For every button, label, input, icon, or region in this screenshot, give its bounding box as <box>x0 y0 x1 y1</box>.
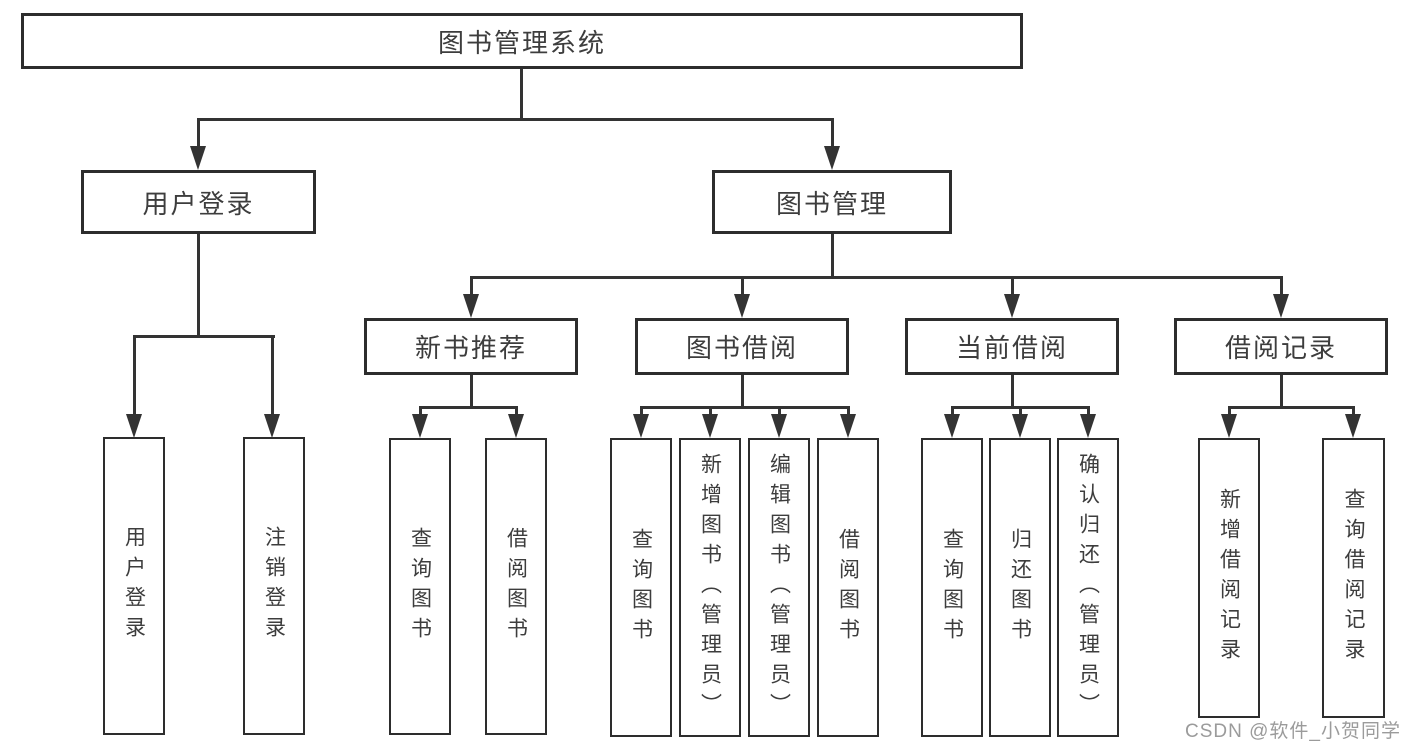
leaf-logout-label: 注销登录 <box>262 526 286 646</box>
leaf-user-login-label: 用户登录 <box>122 526 146 646</box>
arrowhead-user-login-icon <box>190 146 206 170</box>
leaf-logout: 注销登录 <box>243 437 305 735</box>
node-current-borrow: 当前借阅 <box>905 318 1119 375</box>
leaf-return-books: 归还图书 <box>989 438 1051 737</box>
arrowhead-bb-leaf3-icon <box>771 414 787 438</box>
connector-cb-leaf3-shaft <box>1087 406 1090 416</box>
connector-login-leaf2-shaft <box>271 335 274 415</box>
arrowhead-current-icon <box>1004 294 1020 318</box>
node-new-book-recommend: 新书推荐 <box>364 318 578 375</box>
connector-user-login-shaft <box>197 118 200 148</box>
leaf-query-borrow-record: 查询借阅记录 <box>1322 438 1385 718</box>
leaf-query-borrow-record-label: 查询借阅记录 <box>1342 488 1365 668</box>
arrowhead-bb-leaf4-icon <box>840 414 856 438</box>
connector-nb-leaf1-shaft <box>419 406 422 416</box>
arrowhead-records-icon <box>1273 294 1289 318</box>
node-book-borrow: 图书借阅 <box>635 318 849 375</box>
arrowhead-br-leaf1-icon <box>1221 414 1237 438</box>
connector-br-leaf1-shaft <box>1228 406 1231 416</box>
node-borrow-records: 借阅记录 <box>1174 318 1388 375</box>
node-book-management-label: 图书管理 <box>775 188 888 219</box>
arrowhead-borrow-icon <box>734 294 750 318</box>
connector-newbook-shaft <box>470 276 473 296</box>
leaf-query-books-recommend: 查询图书 <box>389 438 451 735</box>
arrowhead-cb-leaf3-icon <box>1080 414 1096 438</box>
leaf-edit-books-admin: 编辑图书（管理员） <box>748 438 810 737</box>
leaf-query-books-recommend-label: 查询图书 <box>408 526 432 647</box>
arrowhead-bb-leaf1-icon <box>633 414 649 438</box>
node-root-label: 图书管理系统 <box>437 27 606 58</box>
connector-bb-leaf2-shaft <box>709 406 712 416</box>
leaf-query-books-current-label: 查询图书 <box>940 527 964 648</box>
leaf-query-books-borrow-label: 查询图书 <box>629 527 653 648</box>
connector-root-stem <box>520 69 523 118</box>
connector-newbook-rail <box>419 406 518 409</box>
arrowhead-login-leaf1-icon <box>126 414 142 438</box>
node-new-book-recommend-label: 新书推荐 <box>414 333 527 363</box>
leaf-add-books-admin: 新增图书（管理员） <box>679 438 741 737</box>
leaf-edit-books-admin-label: 编辑图书（管理员） <box>767 452 791 723</box>
watermark: CSDN @软件_小贺同学 <box>1185 721 1401 742</box>
connector-book-mgmt-stem <box>831 234 834 276</box>
connector-bb-leaf4-shaft <box>847 406 850 416</box>
leaf-user-login: 用户登录 <box>103 437 165 735</box>
leaf-confirm-return-admin: 确认归还（管理员） <box>1057 438 1119 737</box>
leaf-return-books-label: 归还图书 <box>1008 527 1032 648</box>
leaf-query-books-current: 查询图书 <box>921 438 983 737</box>
connector-login-leaf1-shaft <box>133 335 136 415</box>
leaf-add-borrow-record-label: 新增借阅记录 <box>1217 488 1241 668</box>
connector-cb-leaf2-shaft <box>1019 406 1022 416</box>
node-root: 图书管理系统 <box>21 13 1023 69</box>
connector-records-rail <box>1228 406 1355 409</box>
connector-cb-leaf1-shaft <box>951 406 954 416</box>
leaf-add-books-admin-label: 新增图书（管理员） <box>698 452 722 723</box>
leaf-query-books-borrow: 查询图书 <box>610 438 672 737</box>
connector-br-leaf2-shaft <box>1352 406 1355 416</box>
connector-book-mgmt-shaft <box>831 118 834 148</box>
node-user-login-label: 用户登录 <box>142 188 255 219</box>
arrowhead-cb-leaf1-icon <box>944 414 960 438</box>
node-user-login: 用户登录 <box>81 170 316 234</box>
connector-borrow-stem <box>741 375 744 406</box>
arrowhead-bb-leaf2-icon <box>702 414 718 438</box>
leaf-add-borrow-record: 新增借阅记录 <box>1198 438 1260 718</box>
arrowhead-nb-leaf2-icon <box>508 414 524 438</box>
leaf-borrow-books-recommend-label: 借阅图书 <box>504 526 528 647</box>
leaf-borrow-books: 借阅图书 <box>817 438 879 737</box>
arrowhead-nb-leaf1-icon <box>412 414 428 438</box>
leaf-confirm-return-admin-label: 确认归还（管理员） <box>1076 452 1100 723</box>
arrowhead-newbook-icon <box>463 294 479 318</box>
node-book-borrow-label: 图书借阅 <box>685 333 798 363</box>
arrowhead-book-mgmt-icon <box>824 146 840 170</box>
leaf-borrow-books-label: 借阅图书 <box>836 527 860 648</box>
connector-borrow-rail <box>640 406 849 409</box>
connector-newbook-stem <box>470 375 473 406</box>
leaf-borrow-books-recommend: 借阅图书 <box>485 438 547 735</box>
connector-nb-leaf2-shaft <box>515 406 518 416</box>
connector-records-shaft <box>1280 276 1283 296</box>
connector-current-shaft <box>1011 276 1014 296</box>
connector-bb-leaf1-shaft <box>640 406 643 416</box>
connector-user-login-rail <box>133 335 275 338</box>
connector-bb-leaf3-shaft <box>778 406 781 416</box>
connector-user-login-stem <box>197 234 200 335</box>
connector-level3-rail <box>470 276 1282 279</box>
arrowhead-cb-leaf2-icon <box>1012 414 1028 438</box>
node-current-borrow-label: 当前借阅 <box>955 333 1068 363</box>
node-borrow-records-label: 借阅记录 <box>1224 333 1337 363</box>
arrowhead-br-leaf2-icon <box>1345 414 1361 438</box>
connector-borrow-shaft <box>741 276 744 296</box>
connector-current-stem <box>1011 375 1014 406</box>
node-book-management: 图书管理 <box>712 170 952 234</box>
arrowhead-login-leaf2-icon <box>264 414 280 438</box>
connector-level2-rail <box>197 118 834 121</box>
connector-records-stem <box>1280 375 1283 406</box>
